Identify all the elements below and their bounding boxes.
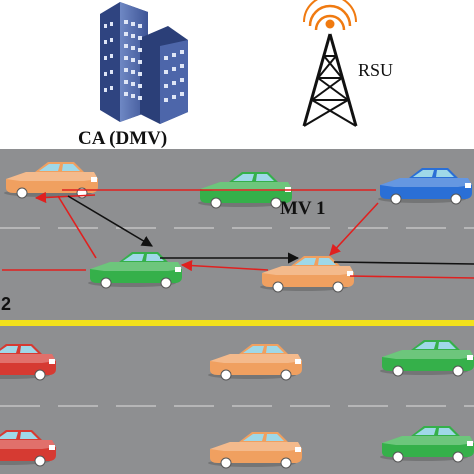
mv-label: MV 1 xyxy=(280,198,326,219)
radio-tower-icon xyxy=(302,0,358,127)
lane-divider xyxy=(0,320,474,326)
ca-label: CA (DMV) xyxy=(78,128,168,149)
office-building-icon xyxy=(100,2,188,124)
rsu-label: RSU xyxy=(358,60,394,80)
black-links xyxy=(67,195,474,265)
red-links xyxy=(2,189,474,279)
lane-label: 2 xyxy=(1,294,12,314)
